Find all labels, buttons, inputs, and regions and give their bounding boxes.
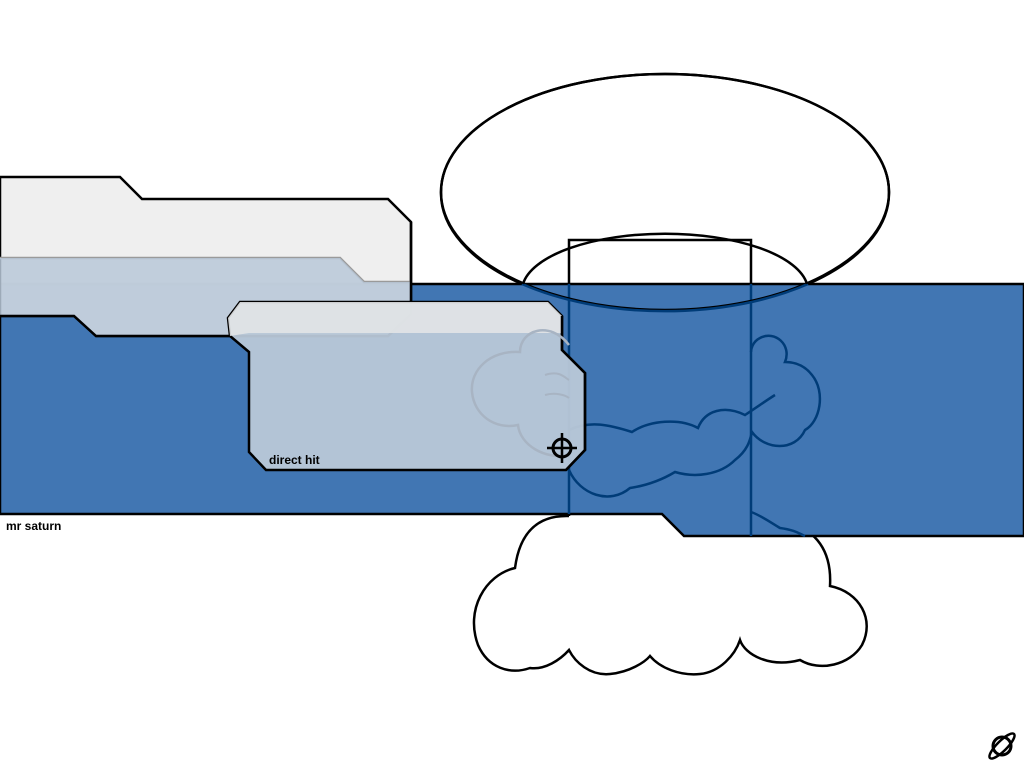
player-name-label: mr saturn — [6, 519, 62, 533]
hit-result-label: direct hit — [269, 453, 320, 467]
crosshair-icon[interactable] — [546, 432, 578, 464]
explosion-smoke-ring — [567, 334, 822, 538]
explosion-base-cloud — [472, 514, 868, 676]
target-panel — [226, 300, 587, 472]
saturn-planet-icon[interactable] — [984, 728, 1020, 764]
explosion-cap — [439, 72, 891, 313]
